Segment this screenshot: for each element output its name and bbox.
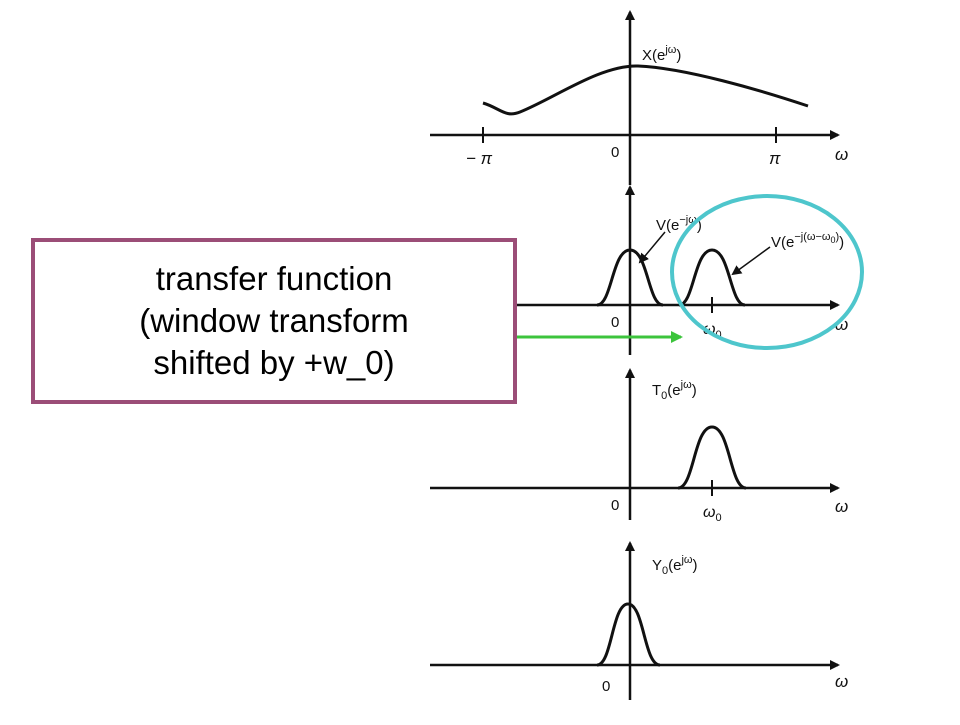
panel-3-tick-label-zero: 0 xyxy=(611,497,619,514)
panel-3-spectrum-t: T0(ejω) 0 ω0 ω xyxy=(430,368,848,524)
callout-line-1: transfer function xyxy=(155,260,393,297)
panel-1-tick-label-neg-pi: − π xyxy=(466,149,493,168)
panel-2-spectrum-v: V(e−jω) V(e−j(ω−ω0)) 0 ω0 ω xyxy=(430,185,848,355)
transfer-function-callout: transfer function (window transform shif… xyxy=(31,238,517,404)
panel-2-pointer-a xyxy=(638,231,666,264)
panel-1-axis-label-omega: ω xyxy=(835,145,848,164)
panel-2-window-peak-origin xyxy=(596,248,664,307)
panel-1-label-x: X(ejω) xyxy=(642,44,681,64)
panel-3-tick-label-w0: ω0 xyxy=(703,504,722,524)
panel-3-axis-label-omega: ω xyxy=(835,497,848,516)
panel-4-spectrum-y: Y0(ejω) 0 ω xyxy=(430,541,848,700)
panel-2-pointer-b xyxy=(731,246,771,276)
panel-4-tick-label-zero: 0 xyxy=(602,678,610,695)
panel-4-window-peak-origin xyxy=(596,602,661,667)
panel-1-curve-x xyxy=(482,64,809,116)
panel-2-window-peak-shifted xyxy=(678,248,746,307)
panel-4-axis-label-omega: ω xyxy=(835,672,848,691)
panel-4-label-y: Y0(ejω) xyxy=(652,554,698,577)
panel-1-spectrum-x: X(ejω) − π 0 π ω xyxy=(430,10,848,185)
panel-2-tick-label-zero: 0 xyxy=(611,314,619,331)
panel-1-tick-label-zero: 0 xyxy=(611,144,619,161)
panel-1-tick-label-pi: π xyxy=(769,149,781,168)
callout-line-3: shifted by +w_0) xyxy=(153,344,395,381)
callout-line-2: (window transform xyxy=(139,302,409,339)
highlight-ellipse xyxy=(670,194,864,350)
panel-3-label-t: T0(ejω) xyxy=(652,379,697,402)
panel-3-window-peak-shifted xyxy=(677,425,747,490)
panel-2-label-v-shifted: V(e−j(ω−ω0)) xyxy=(771,231,844,251)
